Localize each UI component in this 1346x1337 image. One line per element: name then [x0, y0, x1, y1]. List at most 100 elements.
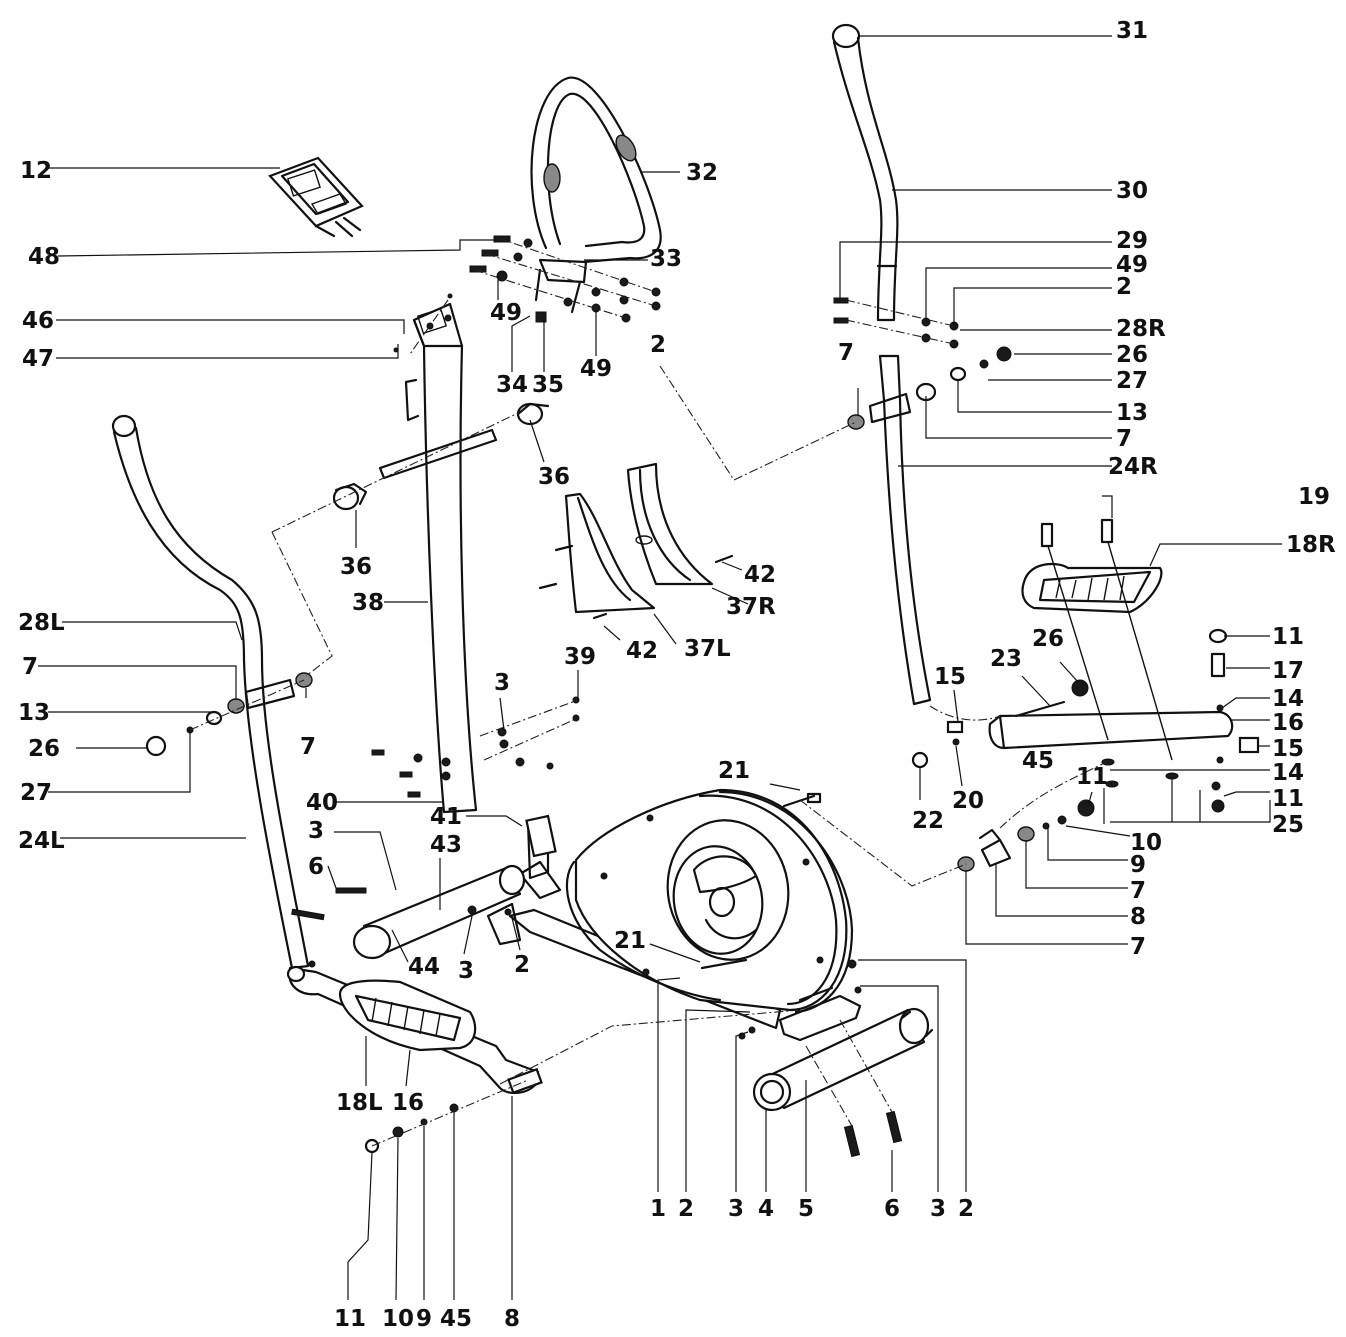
callout-40: 40: [306, 790, 338, 816]
callout-32: 32: [686, 160, 718, 186]
callout-26-right: 26: [1116, 342, 1148, 368]
callout-46: 46: [22, 308, 54, 334]
callout-8-right: 8: [1130, 904, 1146, 930]
callout-37R: 37R: [726, 594, 776, 620]
callout-20: 20: [952, 788, 984, 814]
callout-19: 19: [1298, 484, 1330, 510]
callout-38: 38: [352, 590, 384, 616]
callout-45-left: 45: [440, 1306, 472, 1332]
callout-7-right-bottom: 7: [1130, 934, 1146, 960]
callout-2-bottom-a: 2: [678, 1196, 694, 1222]
callout-12: 12: [20, 158, 52, 184]
callout-3-bottom-b: 3: [930, 1196, 946, 1222]
callout-37L: 37L: [684, 636, 731, 662]
callout-25: 25: [1272, 812, 1304, 838]
callout-33: 33: [650, 246, 682, 272]
callout-28R: 28R: [1116, 316, 1166, 342]
callout-24R: 24R: [1108, 454, 1158, 480]
callout-13-right: 13: [1116, 400, 1148, 426]
callout-10-left: 10: [382, 1306, 414, 1332]
callout-11-right-lower: 11: [1272, 786, 1304, 812]
callout-11-right-upper: 11: [1272, 624, 1304, 650]
callout-48: 48: [28, 244, 60, 270]
callout-21-lower: 21: [614, 928, 646, 954]
callout-6-left: 6: [308, 854, 324, 880]
callout-2-right-upper: 2: [1116, 274, 1132, 300]
main-upright-part: [393, 293, 478, 814]
callout-16-left: 16: [392, 1090, 424, 1116]
callout-31: 31: [1116, 18, 1148, 44]
callout-42-left: 42: [626, 638, 658, 664]
callout-26-pedal: 26: [1032, 626, 1064, 652]
callout-23: 23: [990, 646, 1022, 672]
callout-17: 17: [1272, 658, 1304, 684]
callout-11-left: 11: [334, 1306, 366, 1332]
callout-2-bottom-b: 2: [958, 1196, 974, 1222]
callout-13-left: 13: [18, 700, 50, 726]
left-pedal-part: [286, 960, 543, 1154]
console-part: [268, 156, 364, 238]
callout-6-bottom: 6: [884, 1196, 900, 1222]
callout-7-left-lower: 7: [300, 734, 316, 760]
parts-drawing: [111, 23, 1260, 1158]
callout-2-upper: 2: [650, 332, 666, 358]
callout-41: 41: [430, 804, 462, 830]
callout-labels: 31 12 32 30 48 33 29 49 2 46 49 28R 47 2…: [18, 18, 1336, 1332]
assembly-dash-lines: [189, 299, 1111, 1147]
leader-lines: [38, 35, 1282, 1301]
callout-1: 1: [650, 1196, 666, 1222]
callout-36-right: 36: [538, 464, 570, 490]
callout-4: 4: [758, 1196, 774, 1222]
callout-8-left: 8: [504, 1306, 520, 1332]
side-covers-part: [538, 462, 734, 620]
rear-bracket-part: [738, 986, 862, 1042]
callout-3-bottom-a: 3: [728, 1196, 744, 1222]
callout-9-left: 9: [416, 1306, 432, 1332]
column-base-bolts: [371, 696, 580, 798]
callout-27-left: 27: [20, 780, 52, 806]
callout-14-lower: 14: [1272, 760, 1304, 786]
handlebar-loop-part: [530, 76, 662, 314]
main-frame-part: [486, 814, 782, 1030]
right-pedal-part: [911, 518, 1260, 813]
callout-7-right-upper: 7: [838, 340, 854, 366]
callout-34: 34: [496, 372, 528, 398]
callout-3-column: 3: [494, 670, 510, 696]
callout-21-upper: 21: [718, 758, 750, 784]
callout-22: 22: [912, 808, 944, 834]
callout-7-right-lower: 7: [1130, 878, 1146, 904]
rear-stabilizer-part: [752, 1007, 934, 1158]
callout-15-right: 15: [1272, 736, 1304, 762]
callout-29: 29: [1116, 228, 1148, 254]
callout-43: 43: [430, 832, 462, 858]
callout-42-right: 42: [744, 562, 776, 588]
callout-27-right: 27: [1116, 368, 1148, 394]
right-handle-arm-part: [831, 23, 1012, 706]
callout-2-mid: 2: [514, 952, 530, 978]
callout-30: 30: [1116, 178, 1148, 204]
callout-45-right: 45: [1022, 748, 1054, 774]
callout-14-upper: 14: [1272, 686, 1304, 712]
callout-49-lower: 49: [580, 356, 612, 382]
callout-3-left: 3: [308, 818, 324, 844]
callout-3-mid: 3: [458, 958, 474, 984]
bolt-cluster-upper: [469, 235, 661, 323]
callout-7-right-mid: 7: [1116, 426, 1132, 452]
callout-35: 35: [532, 372, 564, 398]
callout-24L: 24L: [18, 828, 65, 854]
callout-7-left-upper: 7: [22, 654, 38, 680]
callout-36-left: 36: [340, 554, 372, 580]
callout-10-right: 10: [1130, 830, 1162, 856]
pivot-axle-part: [332, 402, 550, 511]
callout-9-right: 9: [1130, 852, 1146, 878]
callout-49-upper: 49: [490, 300, 522, 326]
callout-18R: 18R: [1286, 532, 1336, 558]
callout-49-right: 49: [1116, 252, 1148, 278]
callout-11-right-mid: 11: [1076, 764, 1108, 790]
callout-47: 47: [22, 346, 54, 372]
callout-26-left: 26: [28, 736, 60, 762]
callout-15-left: 15: [934, 664, 966, 690]
callout-5: 5: [798, 1196, 814, 1222]
callout-39: 39: [564, 644, 596, 670]
